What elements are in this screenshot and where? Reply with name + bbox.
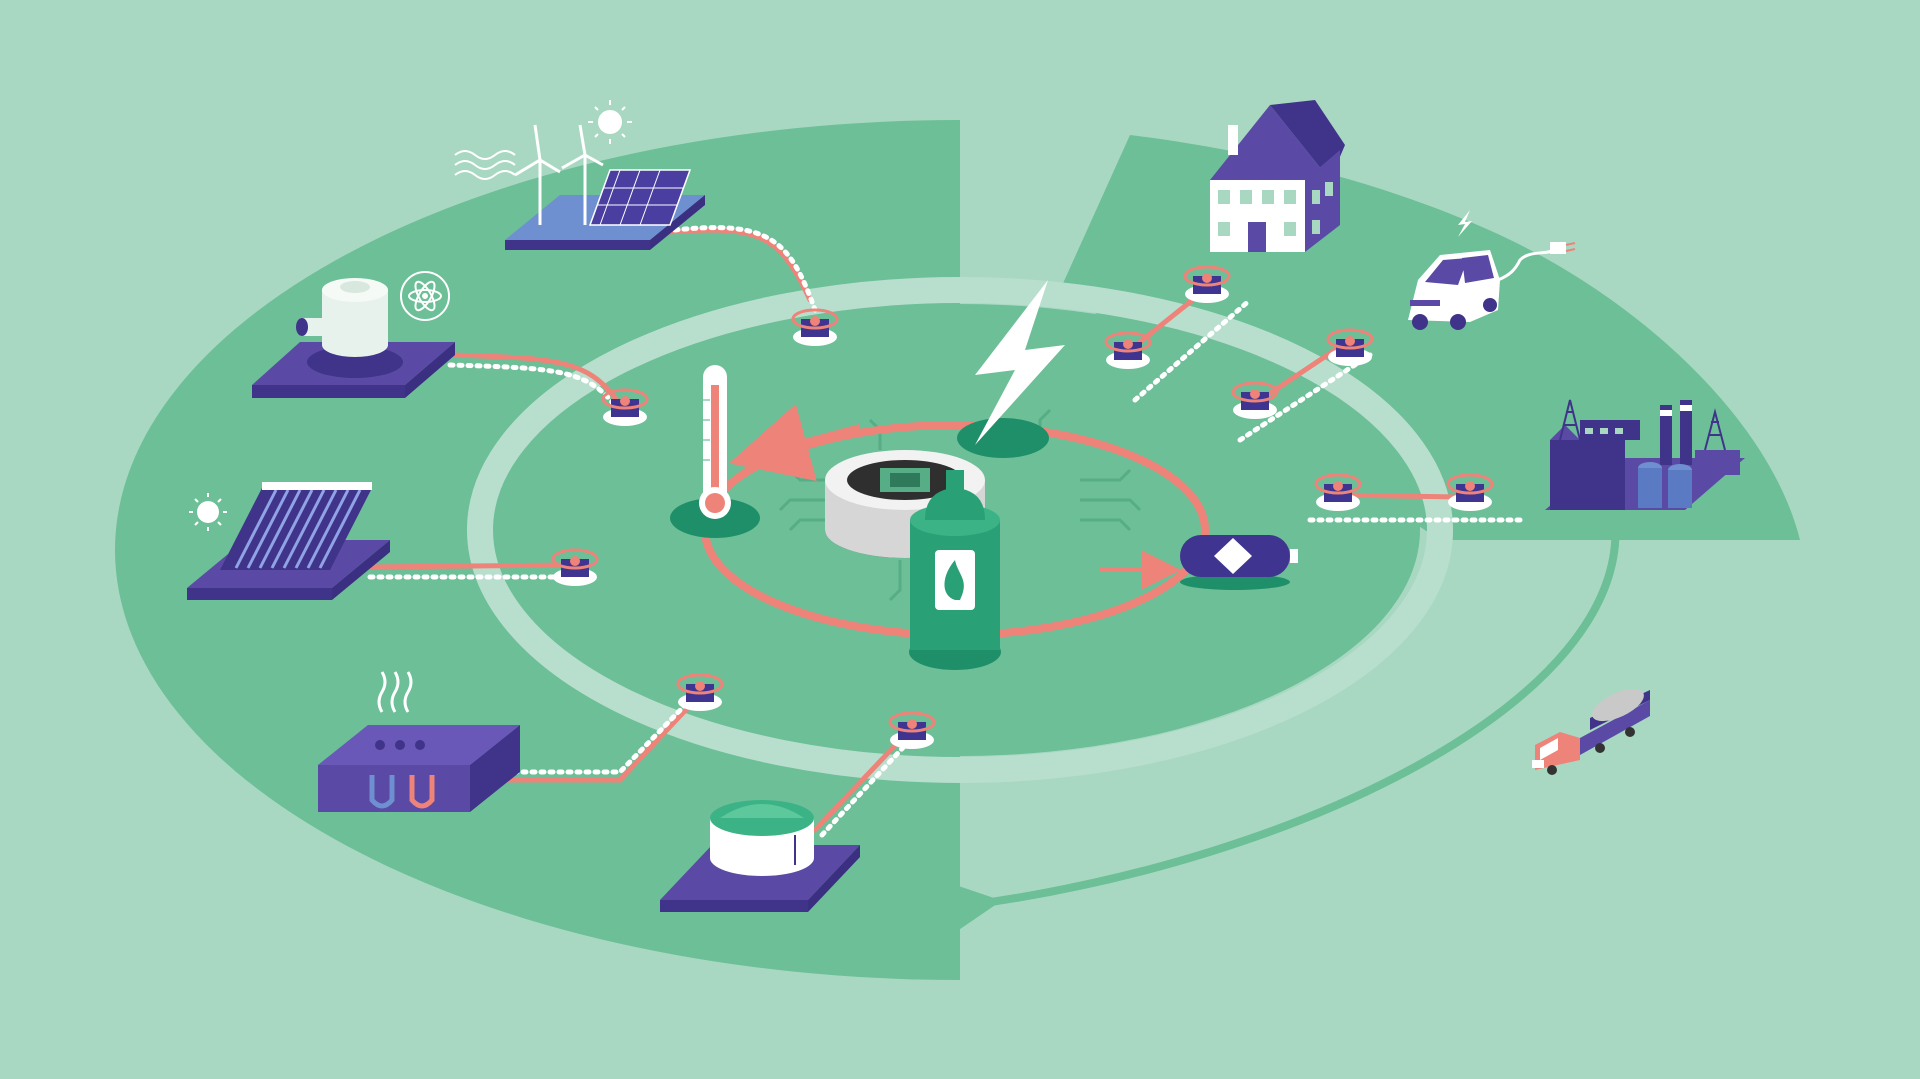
wind-waves-icon <box>454 150 516 180</box>
valve-icon <box>888 711 936 749</box>
atom-icon <box>400 271 450 321</box>
sun-icon <box>189 493 227 531</box>
valve-icon <box>1231 381 1279 419</box>
thermometer-icon <box>670 365 760 538</box>
valve-icon <box>791 308 839 346</box>
outer-flow-arrow <box>900 519 1620 962</box>
electric-car-icon <box>1408 210 1576 330</box>
valve-icon <box>676 673 724 711</box>
house-icon <box>1210 100 1345 252</box>
truck-icon <box>1532 688 1650 775</box>
nuclear-plant-icon <box>252 271 455 398</box>
solar-thermal-collector-icon <box>187 482 390 600</box>
source-connections <box>367 225 913 838</box>
inner-ring <box>467 277 1453 783</box>
hydrogen-tank-icon <box>1180 535 1298 590</box>
biogas-tank-icon <box>660 800 860 912</box>
heat-waves-icon <box>377 671 413 713</box>
valve-icon <box>1314 473 1362 511</box>
wind-solar-farm-icon <box>454 100 705 250</box>
valve-icon <box>1183 265 1231 303</box>
valve-icon <box>1326 328 1374 366</box>
gas-bottle-flame-icon <box>909 470 1001 670</box>
lightning-bolt-icon <box>957 280 1065 458</box>
charge-bolt-icon <box>1458 210 1472 237</box>
valve-icon <box>1104 331 1152 369</box>
consumer-connections <box>1127 287 1528 523</box>
cycle-arrow-left <box>729 403 862 482</box>
sun-icon <box>588 100 632 144</box>
factory-icon <box>1545 399 1745 510</box>
valve-icon <box>601 388 649 426</box>
valve-nodes <box>551 265 1494 749</box>
valve-icon <box>1446 473 1494 511</box>
geothermal-heat-icon <box>318 671 520 812</box>
valve-icon <box>551 548 599 586</box>
